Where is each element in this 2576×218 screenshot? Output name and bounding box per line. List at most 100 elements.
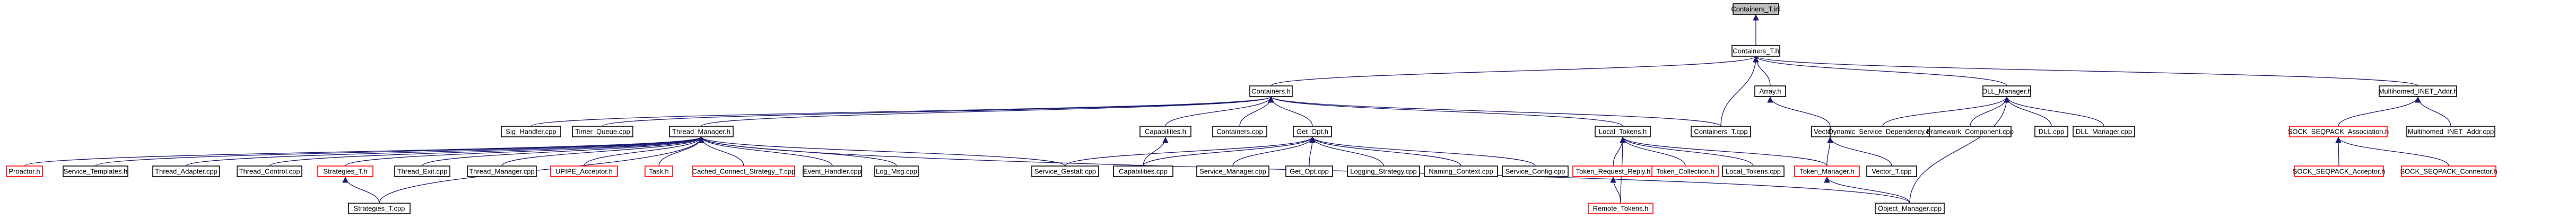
graph-node[interactable]: Multihomed_INET_Addr.cpp <box>2406 126 2495 137</box>
graph-node[interactable]: Strategies_T.h <box>317 165 373 177</box>
node-label: Thread_Manager.h <box>672 128 730 136</box>
graph-node[interactable]: Thread_Control.cpp <box>237 165 302 177</box>
node-box <box>550 165 618 177</box>
graph-node[interactable]: Event_Handler.cpp <box>803 165 862 177</box>
include-edge <box>2338 96 2421 127</box>
graph-node[interactable]: Thread_Exit.cpp <box>394 165 450 177</box>
include-edge <box>1882 96 2010 127</box>
node-label: Multihomed_INET_Addr.h <box>2379 88 2458 95</box>
graph-node[interactable]: Service_Config.cpp <box>1502 165 1569 177</box>
node-box <box>669 126 734 137</box>
include-edge <box>2004 96 2052 127</box>
graph-node[interactable]: Containers_T.cpp <box>1691 126 1751 137</box>
graph-node[interactable]: Service_Gestalt.cpp <box>1031 165 1099 177</box>
node-label: DLL_Manager.cpp <box>2076 128 2132 136</box>
node-box <box>2289 126 2388 137</box>
graph-node[interactable]: Containers_T.h <box>1731 45 1780 57</box>
graph-node[interactable]: Service_Manager.cpp <box>1196 165 1269 177</box>
node-label: Token_Manager.h <box>1799 168 1854 176</box>
graph-node[interactable]: DLL.cpp <box>2034 126 2068 137</box>
include-edge <box>1143 136 1169 167</box>
node-box <box>1733 3 1779 15</box>
node-box <box>1866 165 1917 177</box>
graph-node[interactable]: Get_Opt.cpp <box>1285 165 1333 177</box>
node-box <box>1929 126 2012 137</box>
node-box <box>1249 85 1293 97</box>
include-edge <box>1620 136 1754 167</box>
graph-node[interactable]: Containers.h <box>1249 85 1293 97</box>
graph-node[interactable]: Naming_Context.cpp <box>1424 165 1498 177</box>
graph-node[interactable]: SOCK_SEQPACK_Connector.h <box>2400 165 2497 177</box>
node-label: Strategies_T.h <box>323 168 367 176</box>
graph-node[interactable]: Get_Opt.h <box>1293 126 1332 137</box>
node-label: SOCK_SEQPACK_Connector.h <box>2400 168 2497 176</box>
graph-node[interactable]: Local_Tokens.h <box>1595 126 1651 137</box>
node-box <box>348 203 411 214</box>
include-edge <box>345 136 704 167</box>
node-label: Capabilities.cpp <box>1119 168 1168 176</box>
include-edge <box>1309 136 1384 167</box>
include-edge <box>1620 136 1827 167</box>
graph-node[interactable]: Timer_Queue.cpp <box>572 126 633 137</box>
graph-node[interactable]: Logging_Strategy.cpp <box>1347 165 1420 177</box>
node-box <box>1196 165 1269 177</box>
node-box <box>645 165 673 177</box>
include-edge <box>379 136 704 204</box>
graph-node[interactable]: Object_Manager.cpp <box>1875 203 1945 214</box>
include-edge <box>1613 136 1626 167</box>
graph-node[interactable]: Thread_Manager.h <box>669 126 734 137</box>
include-edge <box>1065 136 1316 167</box>
node-box <box>692 165 795 177</box>
graph-node[interactable]: Strategies_T.cpp <box>348 203 411 214</box>
node-label: Capabilities.h <box>1145 128 1186 136</box>
node-label: Vector_T.cpp <box>1872 168 1911 176</box>
graph-node[interactable]: Thread_Manager.cpp <box>467 165 537 177</box>
graph-node[interactable]: Service_Templates.h <box>63 165 128 177</box>
graph-node[interactable]: Capabilities.h <box>1139 126 1191 137</box>
graph-node[interactable]: Cached_Connect_Strategy_T.cpp <box>692 165 795 177</box>
include-edge <box>1827 136 1892 167</box>
include-edge <box>186 136 704 167</box>
graph-node[interactable]: Array.h <box>1754 85 1786 97</box>
include-edge <box>584 136 704 167</box>
graph-node[interactable]: DLL_Manager.h <box>1982 85 2032 97</box>
include-edge <box>269 136 704 167</box>
node-label: Containers_T.inl <box>1731 5 1780 13</box>
graph-node[interactable]: Containers_T.inl <box>1731 3 1781 15</box>
node-box <box>1731 45 1780 57</box>
edges <box>24 14 2451 204</box>
node-label: Thread_Adapter.cpp <box>155 168 217 176</box>
node-box <box>2073 126 2135 137</box>
graph-node[interactable]: UPIPE_Acceptor.h <box>550 165 618 177</box>
graph-node[interactable]: Local_Tokens.cpp <box>1722 165 1785 177</box>
node-label: Get_Opt.h <box>1296 128 1328 136</box>
include-edge <box>698 136 1066 167</box>
node-label: Multihomed_INET_Addr.cpp <box>2408 128 2494 136</box>
include-edge <box>1720 56 1759 127</box>
graph-node[interactable]: Log_Msg.cpp <box>874 165 919 177</box>
graph-node[interactable]: Token_Collection.h <box>1651 165 1719 177</box>
graph-node[interactable]: SOCK_SEQPACK_Association.h <box>2288 126 2389 137</box>
node-label: Dynamic_Service_Dependency.cpp <box>1829 128 1937 136</box>
include-edge <box>1767 96 1831 127</box>
node-box <box>2379 85 2457 97</box>
graph-node[interactable]: Token_Manager.h <box>1794 165 1860 177</box>
graph-node[interactable]: Proactor.h <box>6 165 43 177</box>
graph-node[interactable]: Capabilities.cpp <box>1113 165 1173 177</box>
graph-node[interactable]: Token_Request_Reply.h <box>1572 165 1654 177</box>
node-box <box>1875 203 1945 214</box>
graph-node[interactable]: Remote_Tokens.h <box>1588 203 1653 214</box>
graph-node[interactable]: Dynamic_Service_Dependency.cpp <box>1829 126 1937 137</box>
graph-node[interactable]: Containers.cpp <box>1212 126 1267 137</box>
graph-node[interactable]: Vector_T.cpp <box>1866 165 1917 177</box>
include-edge <box>1268 96 1721 127</box>
graph-node[interactable]: Task.h <box>645 165 673 177</box>
graph-node[interactable]: Sig_Handler.cpp <box>501 126 561 137</box>
graph-node[interactable]: SOCK_SEQPACK_Acceptor.h <box>2293 165 2386 177</box>
include-edge <box>1309 136 1461 167</box>
graph-node[interactable]: Framework_Component.cpp <box>1927 126 2014 137</box>
graph-node[interactable]: DLL_Manager.cpp <box>2073 126 2135 137</box>
graph-node[interactable]: Multihomed_INET_Addr.h <box>2379 85 2458 97</box>
graph-node[interactable]: Thread_Adapter.cpp <box>152 165 220 177</box>
